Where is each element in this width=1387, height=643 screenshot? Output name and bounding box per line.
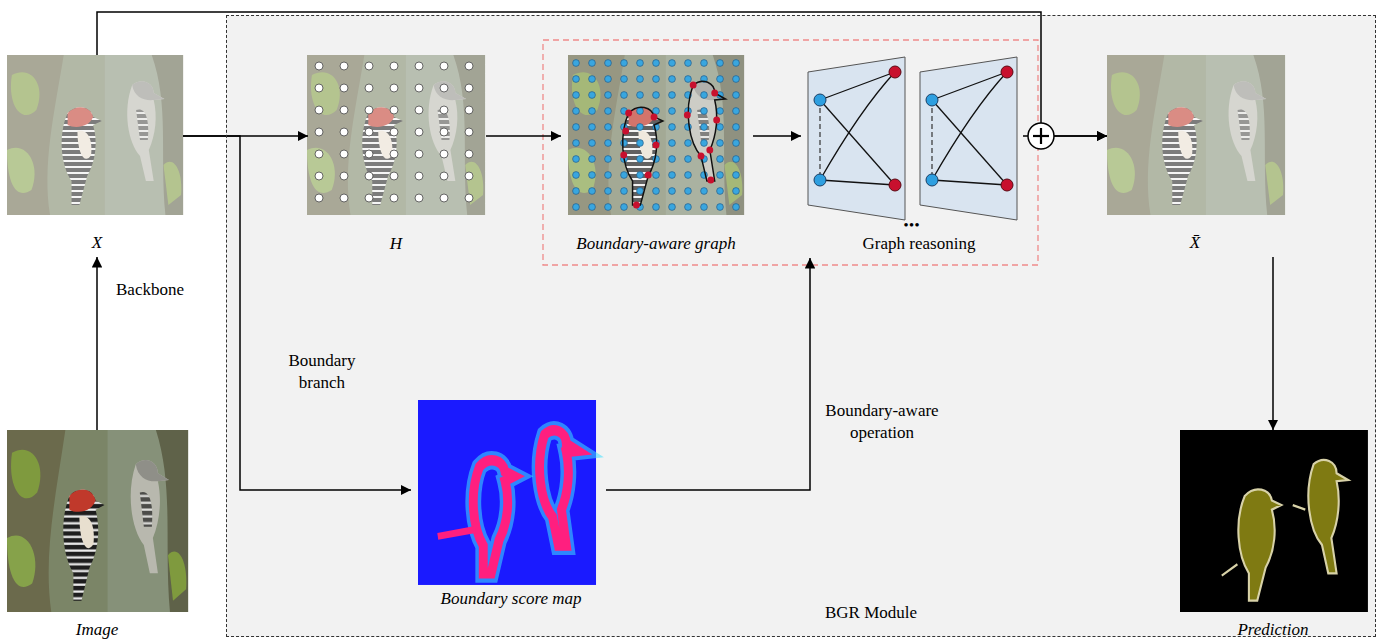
node-caption: BGR Module xyxy=(825,603,917,623)
image-panel: Image xyxy=(7,430,188,641)
boundary-heatmap-part xyxy=(473,460,514,573)
node-caption: Graph reasoning xyxy=(863,234,976,254)
node-grid-panel: H xyxy=(308,56,486,258)
edge-label: Boundary branch xyxy=(277,350,367,394)
graph-reasoning-panels-part xyxy=(932,72,1007,100)
graph-reasoning-panels-part xyxy=(819,100,820,180)
sum-symbol-part xyxy=(1028,123,1054,149)
node-caption: X̄ xyxy=(1190,233,1200,253)
graph-reasoning-panels-part xyxy=(820,72,895,180)
flow-arrow xyxy=(486,135,561,137)
boundary-graph-image-part-part xyxy=(620,82,720,209)
graph-reasoning-panels-part xyxy=(808,57,905,220)
flow-arrow xyxy=(96,257,98,430)
output-feature-image-part xyxy=(1107,55,1285,215)
graph-reasoning-panels-part xyxy=(1001,66,1013,78)
boundary-graph-image-part xyxy=(568,55,744,215)
graph-reasoning-panels-part xyxy=(932,180,1007,185)
node-grid-image-part xyxy=(307,55,485,215)
graph-reasoning-panels-part xyxy=(926,174,938,186)
graph-reasoning-panels-part xyxy=(932,100,1007,185)
boundary-graph-image-part-part xyxy=(568,55,744,215)
graph-reasoning-panels-part xyxy=(814,174,826,186)
boundary-heatmap-part xyxy=(473,460,514,573)
node-caption: Boundary score map xyxy=(440,589,581,609)
segmentation-mask-part xyxy=(1180,430,1368,612)
feature-map-panel: X xyxy=(7,55,183,257)
graph-reasoning-panels-part xyxy=(820,72,895,100)
edge-label: Boundary-aware operation xyxy=(812,400,952,444)
boundary-graph-image-part xyxy=(620,81,725,208)
boundary-heatmap-part xyxy=(540,430,578,545)
graph-reasoning-panels-part xyxy=(932,72,1007,180)
edge-label: Backbone xyxy=(116,279,184,301)
boundary-graph-image-part-part xyxy=(688,81,725,181)
input-photo xyxy=(7,430,188,612)
boundary-heatmap-part xyxy=(540,430,578,545)
sum-symbol xyxy=(1028,123,1054,149)
feature-image-part xyxy=(7,55,183,215)
node-caption: Prediction xyxy=(1237,620,1308,640)
flow-arrow xyxy=(606,258,810,490)
score-map-panel: Boundary score map xyxy=(411,399,606,611)
ellipsis-mark: ••• xyxy=(904,217,921,233)
node-grid-image-part xyxy=(307,55,485,215)
module-box: BGR Module H Boundary-aware graph Graph rea… xyxy=(226,15,1376,637)
boundary-graph-image-part-part xyxy=(623,107,663,205)
graph-reasoning-panels-part xyxy=(814,94,826,106)
graph-reasoning-panels-part xyxy=(926,94,938,106)
sum-symbol-part xyxy=(1040,128,1042,144)
output-map-panel: X̄ xyxy=(1107,55,1285,257)
graph-panel: Boundary-aware graph xyxy=(561,56,753,258)
boundary-heatmap xyxy=(418,400,596,585)
graph-reasoning-panels-part xyxy=(820,100,895,185)
graph-reasoning-panels-part xyxy=(1001,179,1013,191)
node-caption: Image xyxy=(76,620,118,640)
node-caption: H xyxy=(390,234,402,254)
input-photo-part xyxy=(7,430,188,612)
graph-reasoning-panels-part xyxy=(920,57,1017,220)
segmentation-mask-part xyxy=(1238,489,1281,600)
output-feature-image xyxy=(1107,55,1285,215)
output-feature-image-part xyxy=(1107,55,1285,215)
node-grid-image-part-part xyxy=(307,55,485,215)
boundary-graph-image-part-part xyxy=(568,55,744,215)
graph-reasoning-panels-part xyxy=(820,180,895,185)
node-grid-image xyxy=(307,55,485,215)
boundary-heatmap-part xyxy=(438,529,476,536)
graph-reasoning-panels-part xyxy=(931,100,932,180)
feature-image-part xyxy=(7,55,183,215)
flow-arrow xyxy=(1272,257,1274,430)
boundary-heatmap-part xyxy=(418,400,596,585)
node-caption: Boundary-aware graph xyxy=(576,234,735,254)
boundary-graph-image-part xyxy=(568,55,744,215)
segmentation-mask xyxy=(1180,430,1368,612)
feature-image xyxy=(7,55,183,215)
prediction-panel: Prediction xyxy=(1180,430,1368,641)
module-ground xyxy=(226,15,1376,637)
graph-reasoning-panels-part xyxy=(889,179,901,191)
graph-region xyxy=(543,40,1038,265)
segmentation-mask-part xyxy=(1308,460,1348,573)
flow-arrow xyxy=(753,135,801,137)
node-caption: X xyxy=(92,233,102,253)
node-grid-image-part-part xyxy=(307,55,485,215)
flow-arrow xyxy=(183,136,411,490)
boundary-graph-image xyxy=(568,55,744,215)
graph-reasoning-panels-part xyxy=(889,66,901,78)
graph-reasoning-panels xyxy=(808,57,1017,220)
flow-arrow xyxy=(97,12,1107,136)
